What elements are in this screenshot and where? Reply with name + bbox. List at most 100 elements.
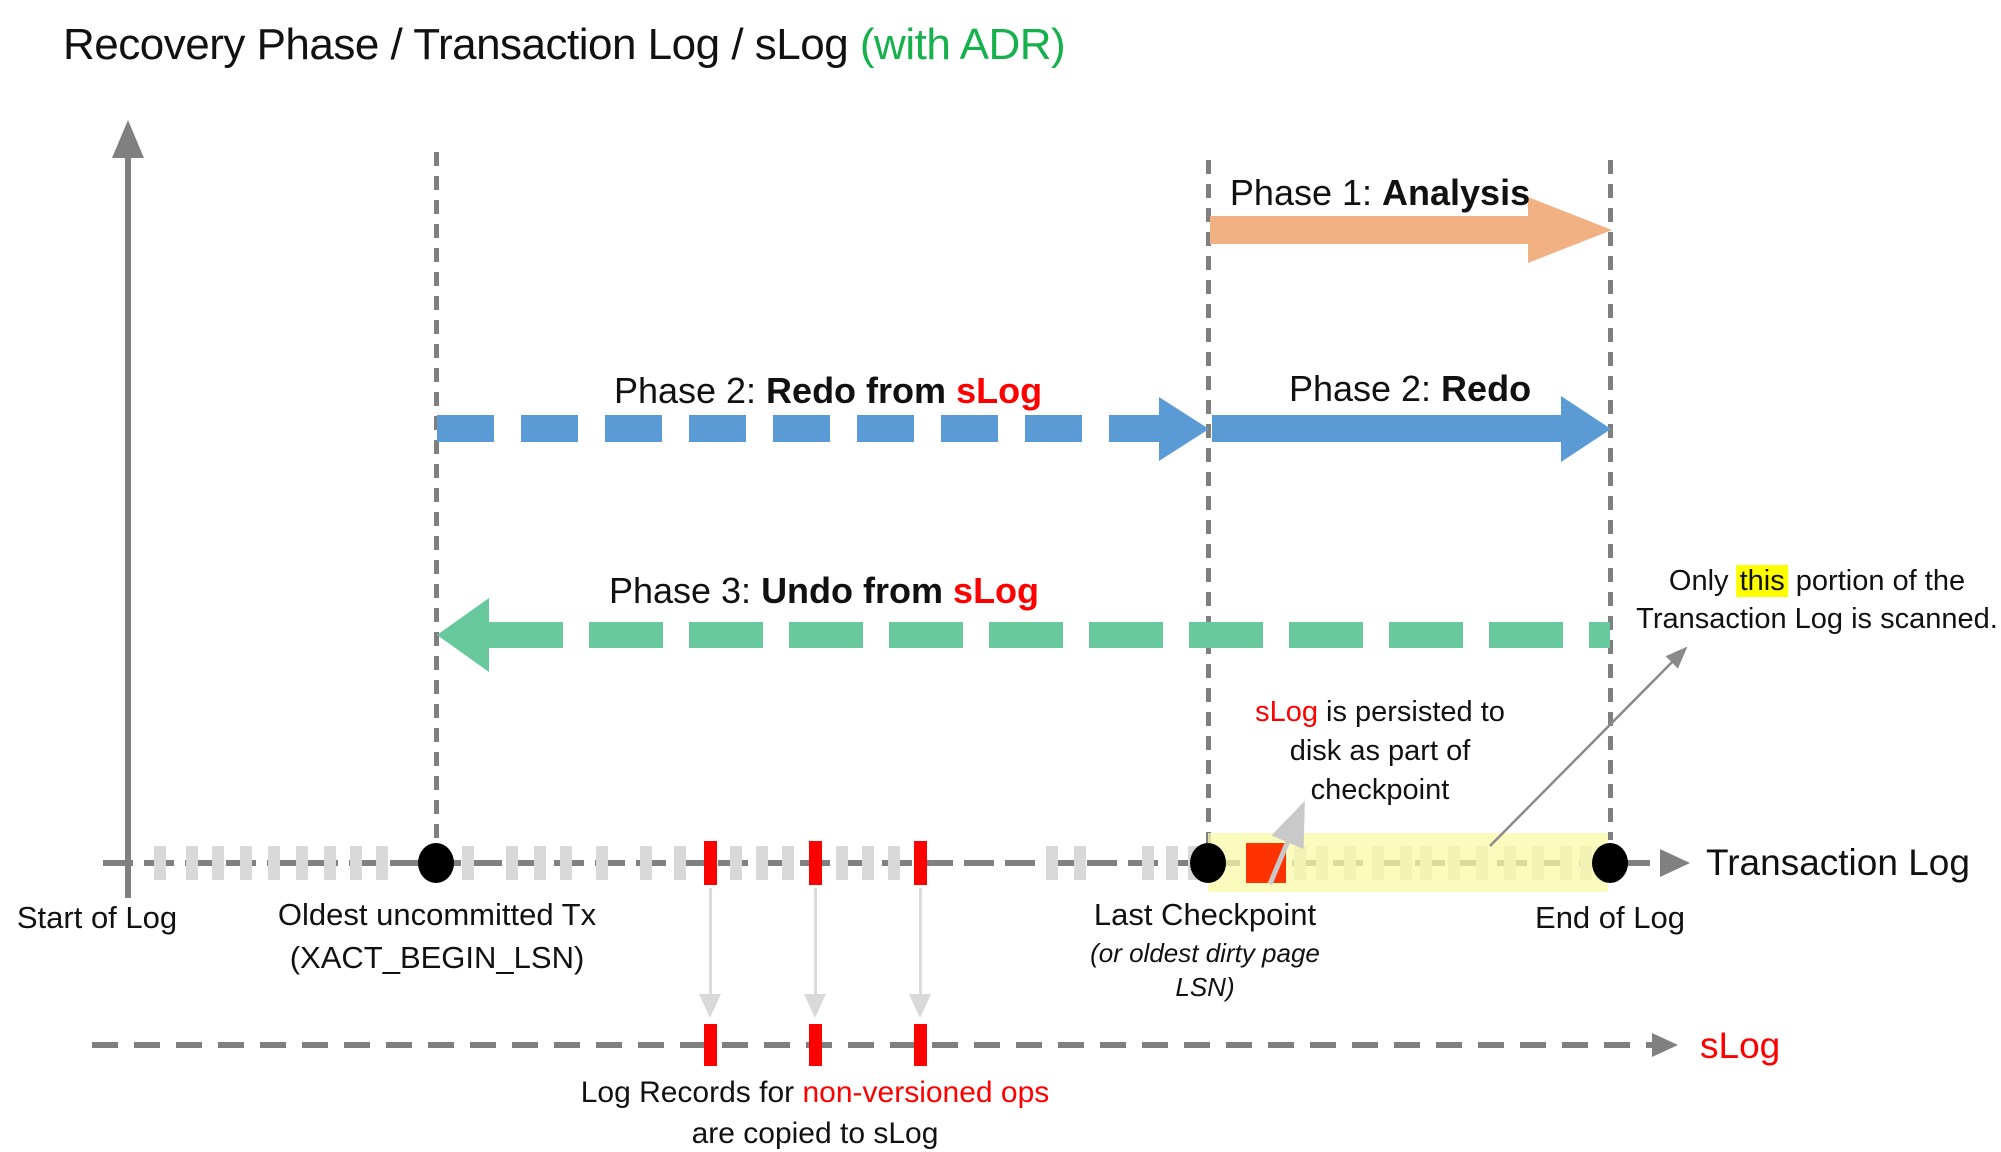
diagram-title: Recovery Phase / Transaction Log / sLog … [63, 20, 1066, 70]
log-record-tick [506, 846, 518, 880]
log-record-tick [1074, 846, 1086, 880]
title-main: Recovery Phase / Transaction Log / sLog [63, 20, 860, 69]
log-record-tick [888, 846, 900, 880]
phase2-slog-action: Redo from [766, 370, 957, 411]
oldest-tx-line2: (XACT_BEGIN_LSN) [289, 940, 585, 975]
phase2-slog-label: Phase 2: Redo from sLog [614, 370, 1042, 412]
phase2-prefix: Phase 2: [1288, 368, 1442, 409]
phase3-arrowhead-icon [437, 598, 489, 672]
guide-line-oldest-tx [434, 152, 439, 862]
guide-line-end-of-log [1608, 160, 1613, 840]
log-record-tick [462, 846, 474, 880]
phase1-arrowhead-icon [1528, 197, 1612, 263]
phase3-label: Phase 3: Undo from sLog [609, 570, 1039, 612]
log-record-tick [268, 846, 280, 880]
log-record-tick [674, 846, 686, 880]
phase3-arrow-body [489, 622, 1610, 648]
scan-note-post: portion of the [1787, 565, 1966, 597]
scan-note-highlight: this [1736, 565, 1788, 597]
copy-connector-arrowhead-icon [699, 994, 721, 1018]
phase2-slog-prefix: Phase 2: [613, 370, 767, 411]
transaction-log-label: Transaction Log [1706, 842, 1970, 883]
log-record-tick [240, 846, 252, 880]
copy-connector-line [919, 888, 922, 994]
log-record-tick [730, 846, 742, 880]
slog-copied-record-tick [914, 1024, 927, 1066]
persist-note-line1: is persisted to [1317, 696, 1505, 728]
checkpoint-sub-line1: (or oldest dirty page [1090, 938, 1320, 968]
log-record-tick [1142, 846, 1154, 880]
phase2-slog-arrowhead-icon [1159, 397, 1209, 461]
scanned-portion-pointer-arrow-icon [1489, 646, 1688, 847]
title-adr-accent: (with ADR) [859, 20, 1066, 69]
copy-connector-arrowhead-icon [804, 994, 826, 1018]
slog-arrowhead-icon [1652, 1033, 1678, 1057]
phase2-arrow-body [1212, 415, 1561, 442]
phase2-label: Phase 2: Redo [1289, 368, 1531, 410]
phase2-name: Redo [1441, 368, 1532, 409]
log-record-tick [1046, 846, 1058, 880]
scan-note-line2: Transaction Log is scanned. [1636, 603, 1998, 635]
log-record-tick [756, 846, 768, 880]
log-record-tick [1166, 846, 1178, 880]
y-axis-line [125, 156, 131, 898]
log-record-tick [350, 846, 362, 880]
oldest-tx-label: Oldest uncommitted Tx (XACT_BEGIN_LSN) [278, 893, 596, 979]
log-record-tick [154, 846, 166, 880]
log-record-tick [324, 846, 336, 880]
y-axis-arrowhead-icon [112, 120, 144, 158]
slog-copied-record-tick [809, 1024, 822, 1066]
phase3-action: Undo from [761, 570, 954, 611]
log-record-tick [560, 846, 572, 880]
slog-label: sLog [1700, 1025, 1781, 1066]
transaction-log-arrowhead-icon [1660, 849, 1690, 877]
guide-line-last-checkpoint [1206, 160, 1211, 846]
log-record-tick [862, 846, 874, 880]
last-checkpoint-dot [1190, 843, 1226, 883]
non-versioned-op-tick [914, 841, 927, 885]
log-record-tick [836, 846, 848, 880]
start-of-log-label: Start of Log [16, 900, 178, 935]
phase1-label: Phase 1: Analysis [1230, 172, 1530, 214]
log-record-tick [640, 846, 652, 880]
slog-copy-note: Log Records for non-versioned ops are cop… [581, 1072, 1050, 1152]
copy-note-accent: non-versioned ops [802, 1076, 1050, 1109]
slog-checkpoint-record-marker [1246, 843, 1286, 883]
slog-copied-record-tick [704, 1024, 717, 1066]
copy-note-prefix: Log Records for [580, 1076, 803, 1109]
slog-line [92, 1042, 1652, 1048]
phase1-prefix: Phase 1: [1229, 172, 1383, 213]
phase1-arrow-body [1210, 216, 1528, 244]
transaction-log-line [103, 860, 1660, 866]
log-record-tick [782, 846, 794, 880]
copy-connector-line [814, 888, 817, 994]
copy-note-line2: are copied to sLog [691, 1117, 939, 1150]
oldest-tx-dot [418, 843, 454, 883]
oldest-tx-line1: Oldest uncommitted Tx [277, 897, 597, 932]
phase3-prefix: Phase 3: [608, 570, 762, 611]
persist-note-line3: checkpoint [1310, 774, 1450, 806]
log-record-tick [596, 846, 608, 880]
copy-connector-arrowhead-icon [909, 994, 931, 1018]
end-of-log-label: End of Log [1535, 900, 1685, 935]
phase2-slog-arrow-body [437, 415, 1159, 442]
end-of-log-dot [1592, 843, 1628, 883]
phase3-accent: sLog [953, 570, 1040, 611]
scan-note-pre: Only [1668, 565, 1737, 597]
log-record-tick [186, 846, 198, 880]
log-record-tick [534, 846, 546, 880]
non-versioned-op-tick [704, 841, 717, 885]
log-record-tick [376, 846, 388, 880]
phase2-arrowhead-icon [1561, 396, 1611, 462]
persist-note-accent: sLog [1255, 696, 1318, 728]
non-versioned-op-tick [809, 841, 822, 885]
phase2-slog-accent: sLog [956, 370, 1043, 411]
log-record-tick [212, 846, 224, 880]
log-record-tick [296, 846, 308, 880]
phase1-name: Analysis [1382, 172, 1531, 213]
last-checkpoint-label: Last Checkpoint [1093, 897, 1317, 932]
